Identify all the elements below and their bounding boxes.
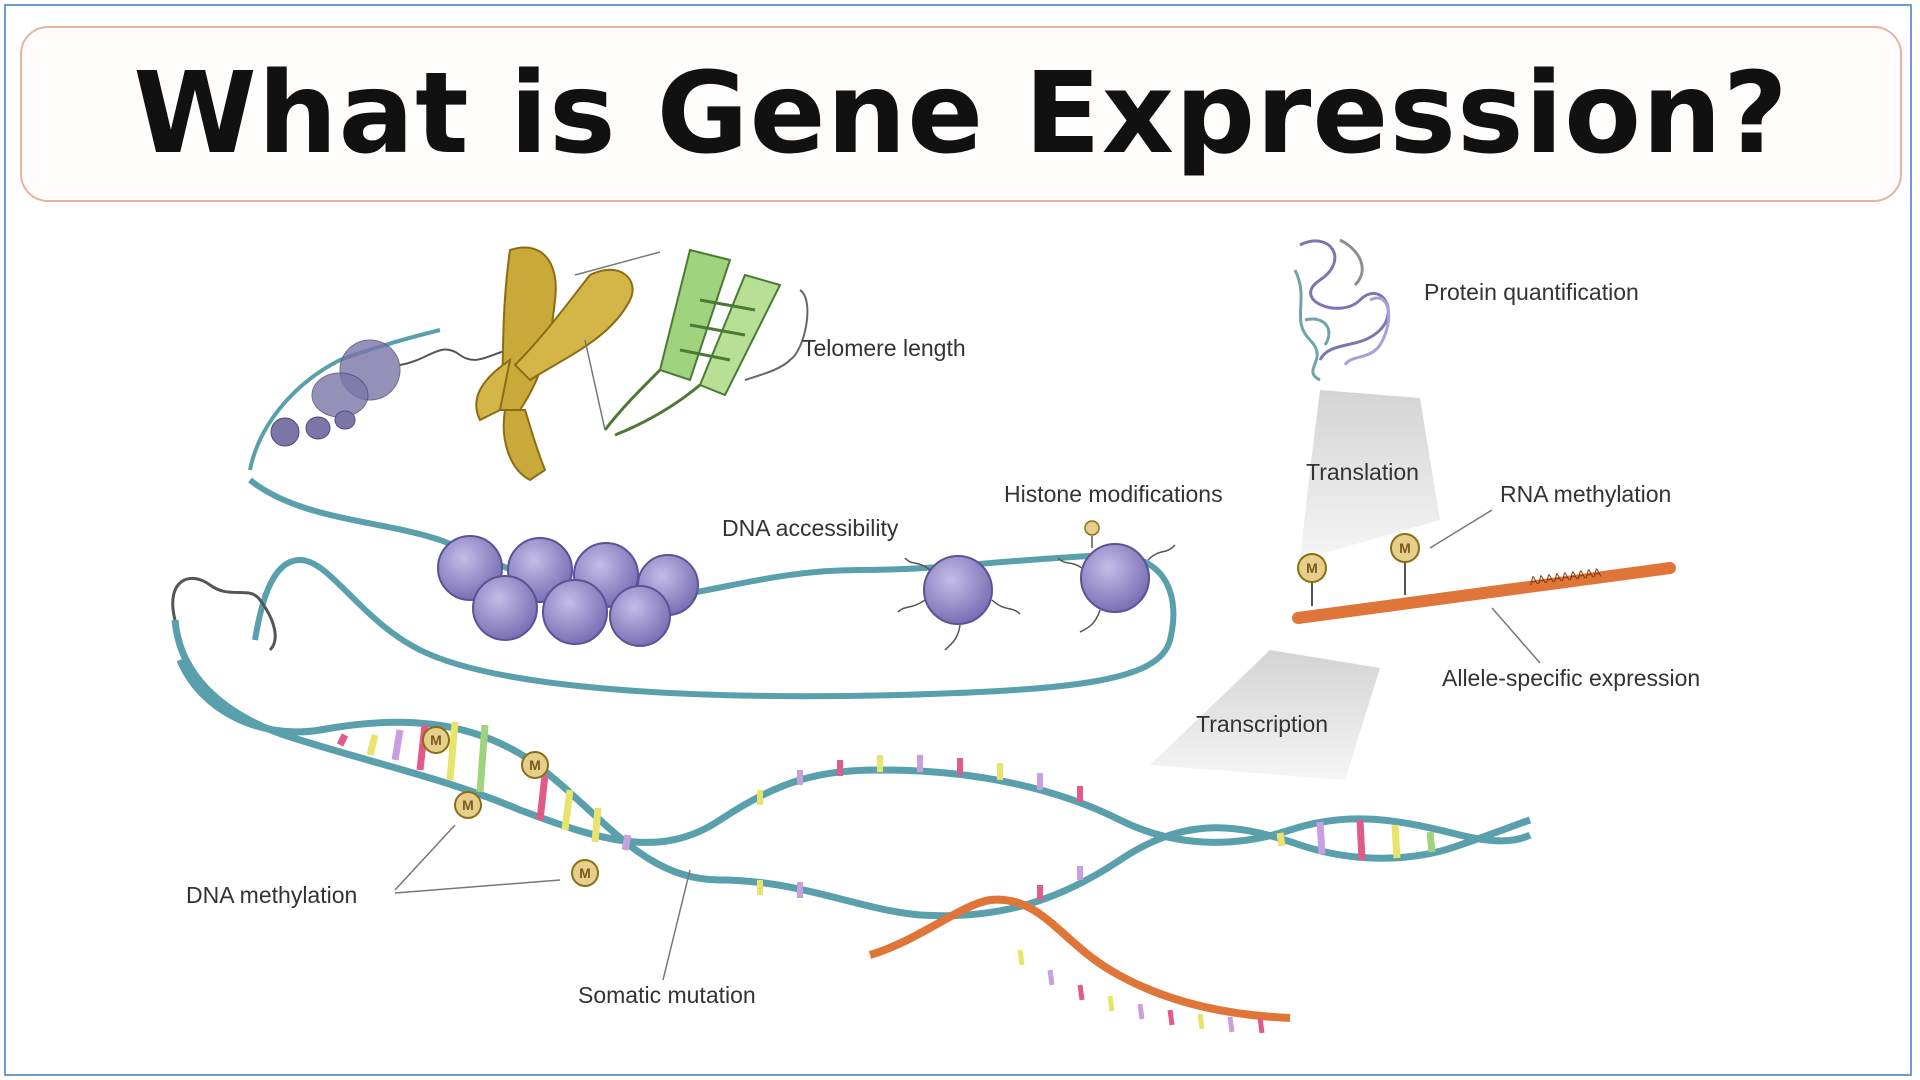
rna-methyl-mark-1: M bbox=[1297, 553, 1327, 583]
telomere-ladder bbox=[574, 248, 809, 437]
histone-tails bbox=[897, 536, 1176, 651]
svg-text:M: M bbox=[1306, 560, 1318, 576]
page-title: What is Gene Expression? bbox=[133, 49, 1789, 179]
svg-text:M: M bbox=[529, 757, 541, 773]
slide-frame bbox=[4, 4, 1912, 1076]
svg-text:M: M bbox=[579, 865, 591, 881]
chromosome bbox=[475, 246, 634, 482]
label-protein-quantification: Protein quantification bbox=[1424, 279, 1639, 305]
rna-bases bbox=[1017, 949, 1265, 1034]
nascent-rna bbox=[868, 895, 1291, 1022]
nucleosome-cluster bbox=[437, 535, 699, 647]
histone-mark bbox=[1084, 520, 1100, 536]
label-translation: Translation bbox=[1306, 459, 1419, 485]
label-transcription: Transcription bbox=[1196, 711, 1328, 737]
svg-text:M: M bbox=[1399, 540, 1411, 556]
svg-text:M: M bbox=[430, 732, 442, 748]
nucleosome-pair bbox=[923, 543, 1150, 625]
dna-helix bbox=[171, 576, 1532, 920]
translation-arrow bbox=[1300, 390, 1440, 560]
label-dna-accessibility: DNA accessibility bbox=[722, 515, 899, 541]
label-rna-methylation: RNA methylation bbox=[1500, 481, 1671, 507]
dna-methyl-mark-4: M bbox=[571, 859, 599, 887]
label-allele-specific-expression: Allele-specific expression bbox=[1442, 665, 1700, 691]
label-dna-methylation: DNA methylation bbox=[186, 882, 357, 908]
dna-methyl-mark-2: M bbox=[454, 791, 482, 819]
chromatin-fiber bbox=[248, 477, 1177, 700]
dna-methyl-mark-3: M bbox=[521, 751, 549, 779]
label-histone-modifications: Histone modifications bbox=[1004, 481, 1223, 507]
transcription-arrow bbox=[1150, 650, 1380, 780]
label-telomere-length: Telomere length bbox=[802, 335, 966, 361]
chromatin-fiber-upper bbox=[248, 328, 441, 471]
protein-structure bbox=[1293, 238, 1391, 382]
dna-methyl-mark-1: M bbox=[422, 726, 450, 754]
svg-text:M: M bbox=[462, 797, 474, 813]
coiled-fiber bbox=[270, 339, 401, 447]
rna-methyl-mark-2: M bbox=[1390, 533, 1420, 563]
title-box: What is Gene Expression? bbox=[20, 26, 1902, 202]
mrna-strand: AAAAAAAAA bbox=[1292, 562, 1676, 624]
label-somatic-mutation: Somatic mutation bbox=[578, 982, 756, 1008]
leader-lines bbox=[394, 509, 1541, 981]
